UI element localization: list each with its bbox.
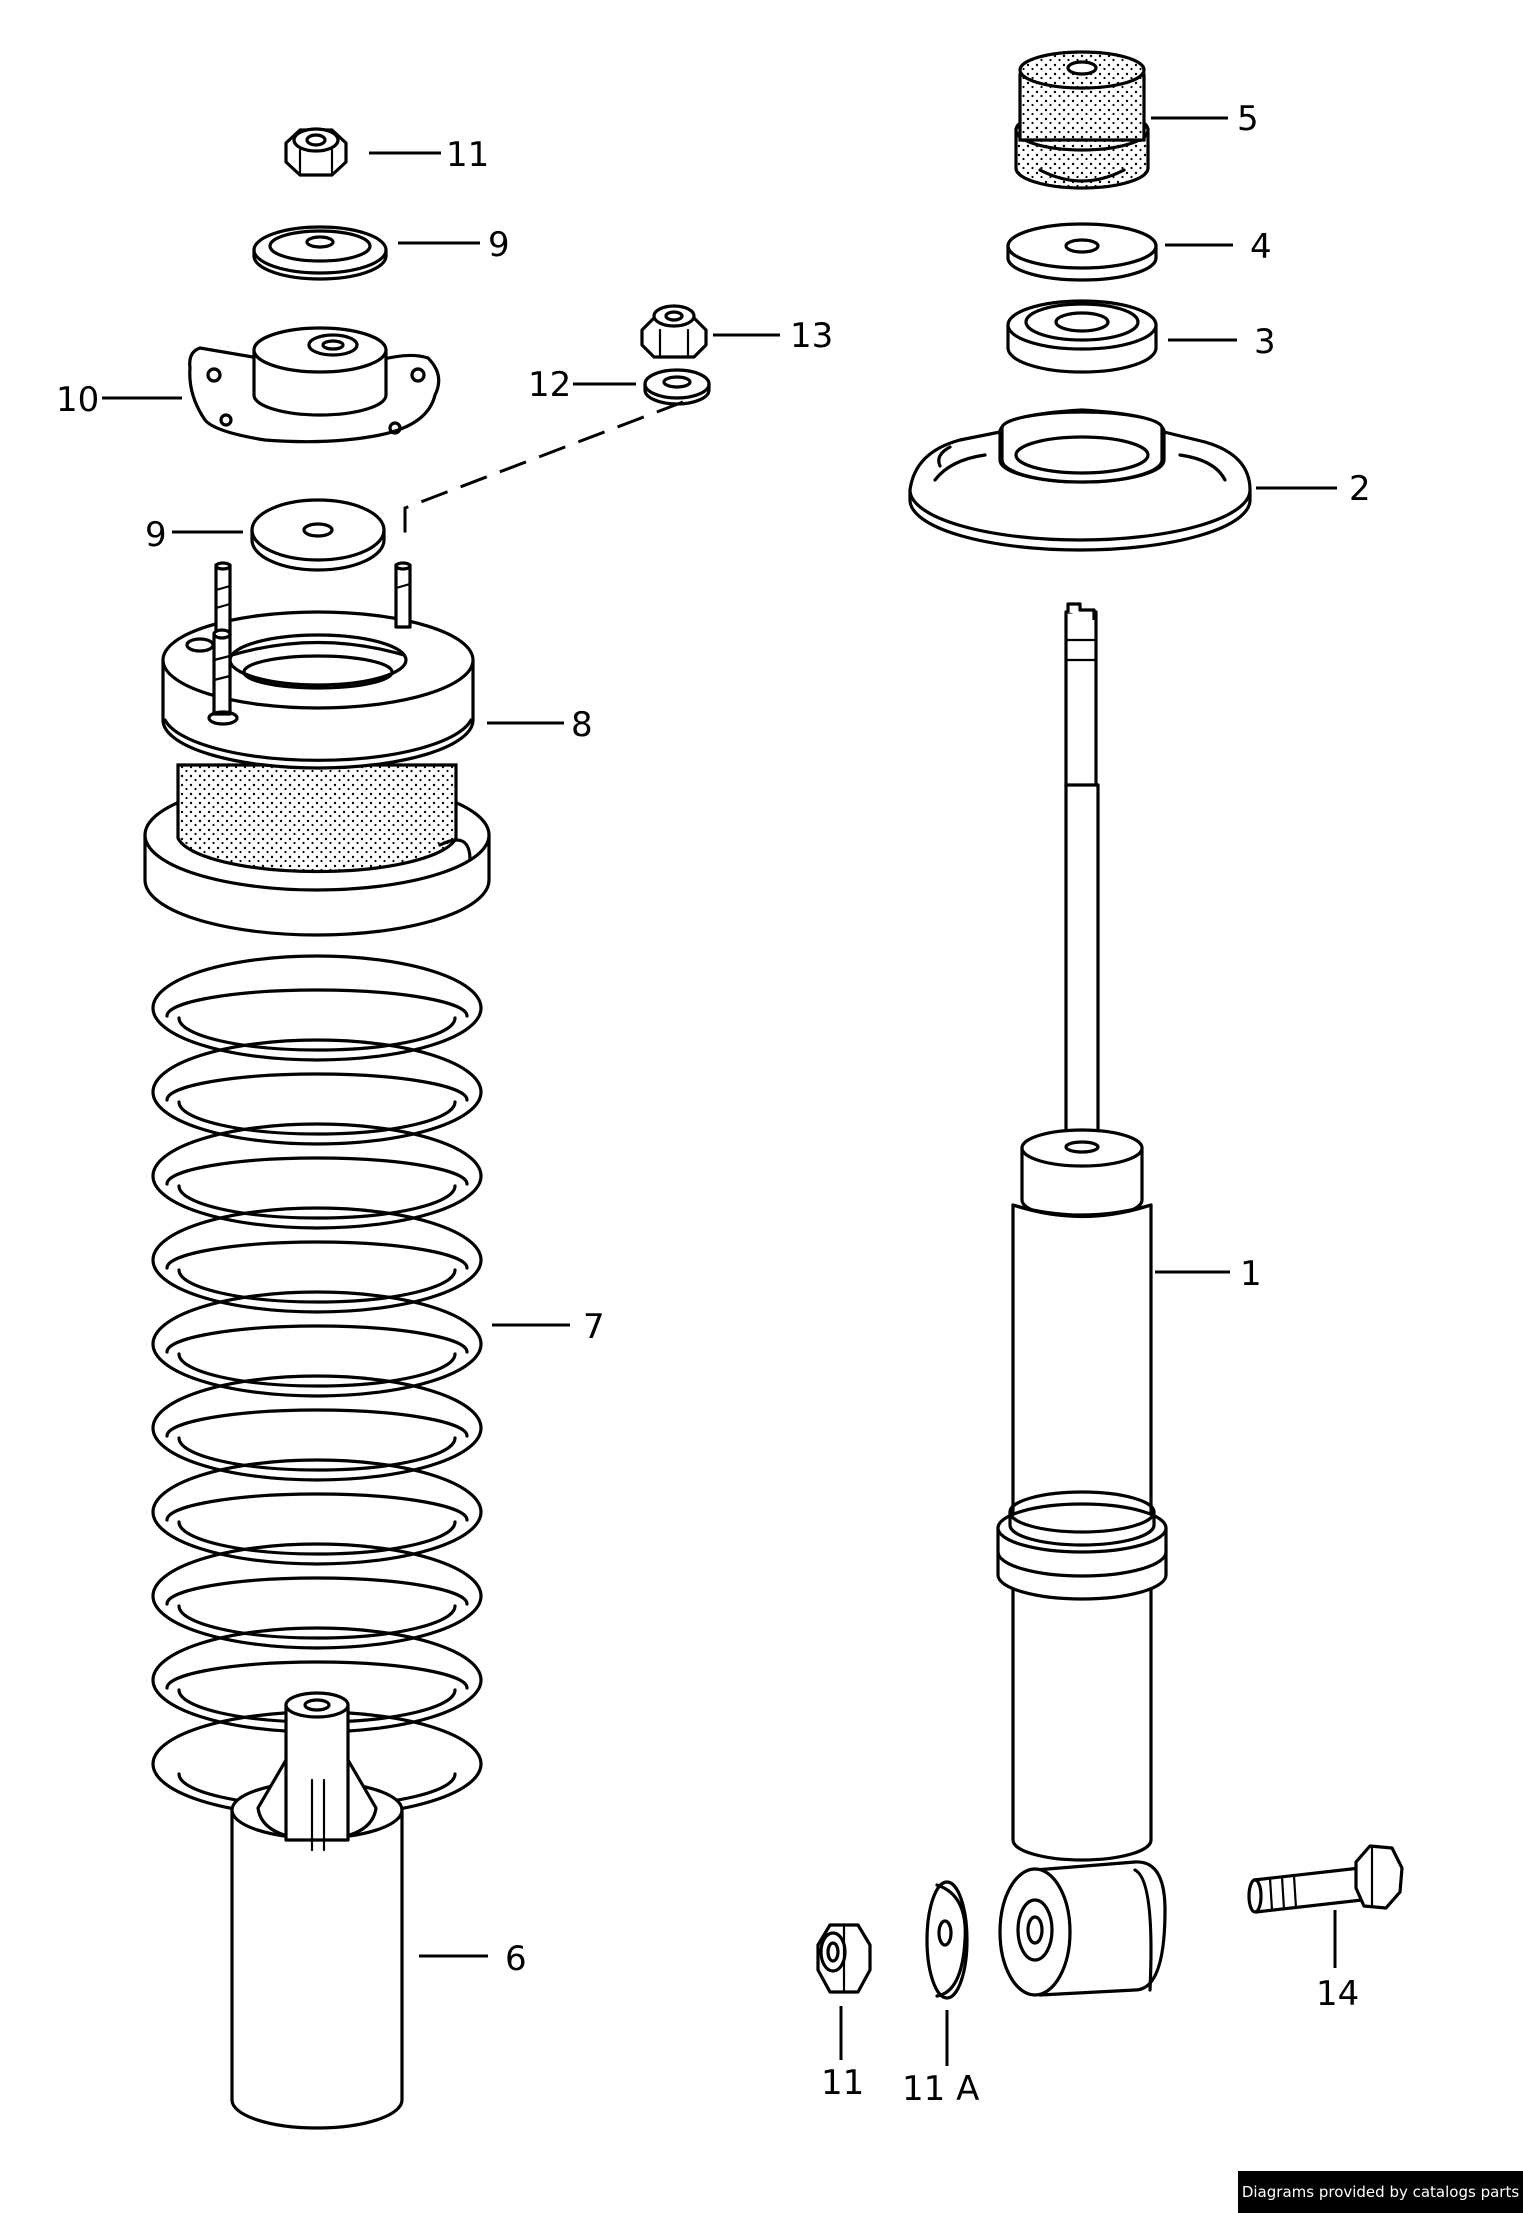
callout-10: 10 xyxy=(56,380,99,420)
spring-coil-outer xyxy=(151,1206,483,1314)
part-11-nut-lower xyxy=(816,1923,872,1994)
callout-12: 12 xyxy=(528,365,571,405)
spring-coil-back xyxy=(165,1660,469,1690)
part-11-nut-top xyxy=(284,127,348,177)
part-2-spring-seat xyxy=(908,408,1252,552)
callout-1: 1 xyxy=(1240,1254,1262,1294)
spring-coil-inner xyxy=(177,1184,457,1220)
part-1-shock-absorber xyxy=(996,602,1168,1997)
callout-3: 3 xyxy=(1254,322,1276,362)
callout-14: 14 xyxy=(1316,1974,1359,2014)
part-8-strut-mount xyxy=(143,561,491,937)
spring-coil-back xyxy=(165,1240,469,1270)
spring-coil-back xyxy=(165,1576,469,1606)
part-5-rubber-buffer xyxy=(1014,50,1150,190)
callout-11-lower: 11 xyxy=(821,2063,864,2103)
callout-2: 2 xyxy=(1349,469,1371,509)
part-11A-washer xyxy=(925,1880,969,2000)
part-6-bump-stop xyxy=(230,1691,404,2130)
spring-coil-back xyxy=(165,988,469,1018)
spring-coil-back xyxy=(165,1408,469,1438)
part-4-washer xyxy=(1006,222,1158,282)
part-14-bolt xyxy=(1247,1844,1404,1914)
callout-9-upper: 9 xyxy=(488,225,510,265)
spring-coil-outer xyxy=(151,1374,483,1482)
callout-11-top: 11 xyxy=(446,135,489,175)
spring-coil-inner xyxy=(177,1100,457,1136)
spring-coil-outer xyxy=(151,1122,483,1230)
spring-coil-outer xyxy=(151,1038,483,1146)
spring-coil-inner xyxy=(177,1268,457,1304)
callout-13: 13 xyxy=(790,316,833,356)
callout-8: 8 xyxy=(571,705,593,745)
part-9-washer-lower xyxy=(250,498,386,572)
callout-7: 7 xyxy=(583,1307,605,1347)
part-10-mounting-plate xyxy=(188,326,441,444)
spring-coil-back xyxy=(165,1492,469,1522)
part-13-nut xyxy=(640,304,708,359)
spring-coil-inner xyxy=(177,1436,457,1472)
callout-4: 4 xyxy=(1250,227,1272,267)
credit-badge: Diagrams provided by catalogs parts xyxy=(1238,2171,1523,2213)
callout-11A: 11 A xyxy=(902,2069,979,2109)
part-9-washer-upper xyxy=(252,225,388,281)
spring-coil-outer xyxy=(151,1458,483,1566)
part-12-washer xyxy=(643,368,711,406)
callout-9-lower: 9 xyxy=(145,515,167,555)
spring-coil-inner xyxy=(177,1520,457,1556)
spring-coil-inner xyxy=(177,1016,457,1052)
credit-text: Diagrams provided by catalogs parts xyxy=(1241,2183,1520,2201)
spring-coil-outer xyxy=(151,1542,483,1650)
spring-coil-back xyxy=(165,1324,469,1354)
spring-coil-outer xyxy=(151,954,483,1062)
callout-5: 5 xyxy=(1237,99,1259,139)
spring-coil-outer xyxy=(151,1290,483,1398)
part-7-coil-spring xyxy=(151,954,483,1818)
assembly-dash-line xyxy=(403,400,684,545)
part-3-bearing-cup xyxy=(1006,299,1158,374)
callout-6: 6 xyxy=(505,1939,527,1979)
leader-lines xyxy=(102,116,1337,2066)
spring-coil-back xyxy=(165,1072,469,1102)
spring-coil-inner xyxy=(177,1352,457,1388)
spring-coil-back xyxy=(165,1156,469,1186)
callout-labels: 11 9 10 13 12 9 8 7 6 5 4 3 2 1 14 11 11… xyxy=(56,99,1371,2109)
spring-coil-inner xyxy=(177,1604,457,1640)
